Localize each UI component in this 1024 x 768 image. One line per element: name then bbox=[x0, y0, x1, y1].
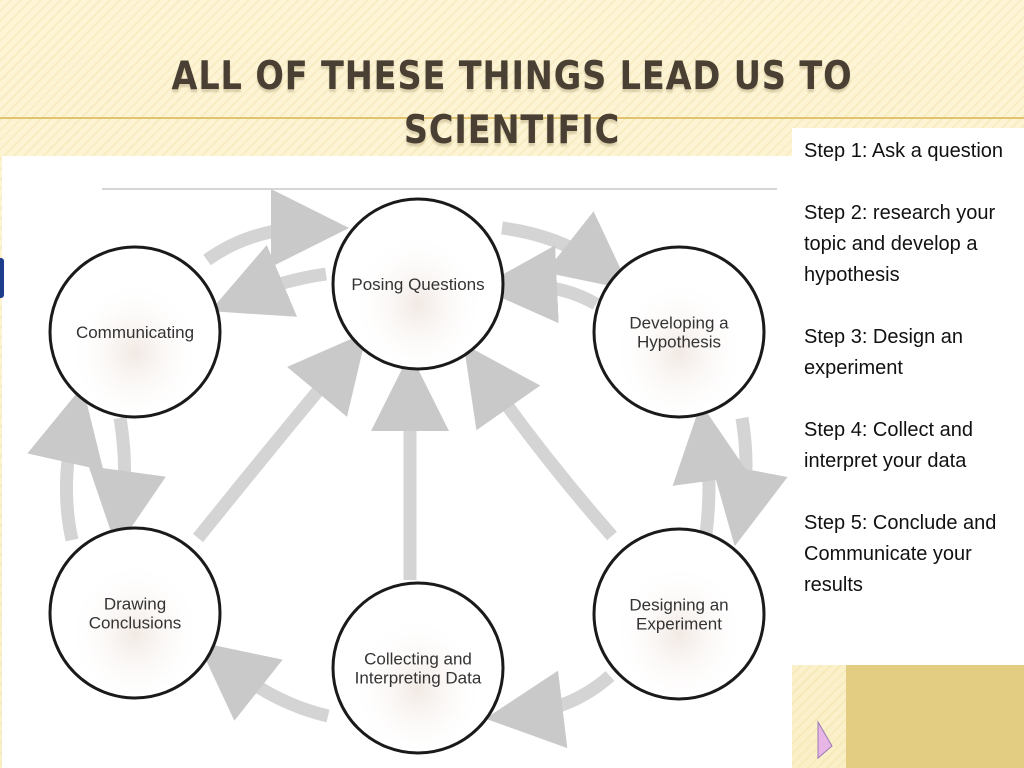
arrow-communicating-to-posing bbox=[203, 189, 349, 268]
node-label-collecting: Collecting and bbox=[364, 650, 472, 669]
step-3: Step 3: Design an experiment bbox=[804, 326, 963, 379]
arrow-experiment-to-collecting bbox=[485, 670, 615, 749]
title-line-1: All of these things lead us to scientifi… bbox=[171, 54, 853, 153]
node-label-posing: Posing Questions bbox=[351, 275, 484, 294]
corner-accent-box bbox=[846, 665, 1024, 768]
arrow-experiment-to-posing bbox=[463, 344, 617, 541]
arrow-conclusions-to-posing bbox=[192, 332, 367, 543]
arrow-posing-to-communicating bbox=[210, 244, 327, 317]
node-label-conclusions: Drawing bbox=[104, 595, 166, 614]
arrow-posing-to-hypothesis bbox=[501, 211, 631, 291]
node-illustration-experiment bbox=[617, 561, 741, 695]
step-2: Step 2: research your topic and develop … bbox=[804, 202, 996, 286]
arrow-hypothesis-to-posing bbox=[479, 245, 600, 324]
steps-list: Step 1: Ask a question Step 2: research … bbox=[804, 136, 1018, 632]
title-rule bbox=[0, 117, 1024, 119]
arrows-layer bbox=[27, 189, 788, 749]
node-label-hypothesis: Hypothesis bbox=[637, 333, 721, 352]
node-illustration-posing bbox=[356, 231, 480, 365]
step-1: Step 1: Ask a question bbox=[804, 140, 1004, 162]
arrow-hypothesis-to-experiment bbox=[710, 416, 788, 547]
pink-triangle-icon bbox=[817, 720, 833, 760]
node-illustration-conclusions bbox=[73, 560, 197, 694]
step-5: Step 5: Conclude and Communicate your re… bbox=[804, 512, 997, 596]
node-illustration-collecting bbox=[356, 615, 480, 749]
step-4: Step 4: Collect and interpret your data bbox=[804, 419, 973, 472]
steps-panel bbox=[792, 128, 1024, 665]
node-posing: Posing Questions bbox=[331, 197, 505, 371]
node-label-communicating: Communicating bbox=[76, 323, 194, 342]
node-illustration-hypothesis bbox=[617, 279, 741, 413]
blue-bar-icon bbox=[0, 258, 4, 298]
arrow-communicating-to-conclusions bbox=[88, 416, 166, 549]
node-label-conclusions: Conclusions bbox=[89, 614, 182, 633]
node-label-experiment: Experiment bbox=[636, 615, 722, 634]
node-label-hypothesis: Developing a bbox=[629, 314, 729, 333]
arrow-collecting-to-conclusions bbox=[197, 641, 330, 723]
arrow-experiment-to-hypothesis bbox=[672, 403, 750, 535]
node-label-collecting: Interpreting Data bbox=[355, 669, 482, 688]
node-label-experiment: Designing an bbox=[629, 596, 728, 615]
node-illustration-communicating bbox=[73, 279, 197, 413]
node-communicating: Communicating bbox=[48, 245, 222, 419]
arrow-conclusions-to-communicating bbox=[27, 385, 104, 542]
